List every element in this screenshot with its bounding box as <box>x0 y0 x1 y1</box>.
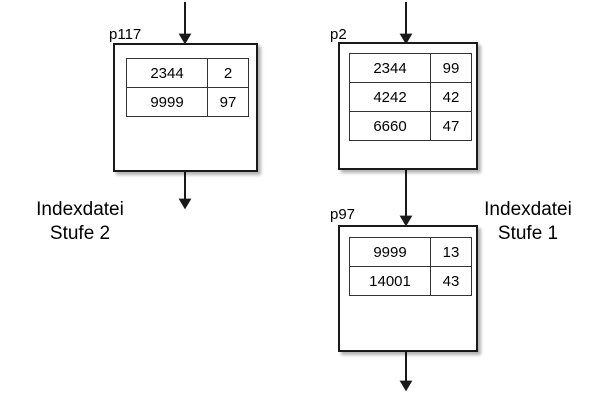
entry-key: 14001 <box>349 266 431 296</box>
entry-key: 2344 <box>126 58 208 88</box>
table-row: 2344 2 <box>126 58 249 88</box>
table-row: 9999 97 <box>126 87 249 117</box>
caption-left-line2: Stufe 2 <box>49 223 111 244</box>
caption-right-line2: Stufe 1 <box>497 223 559 244</box>
caption-right-line1: Indexdatei <box>484 199 572 220</box>
entry-table-p2: 2344 99 4242 42 6660 47 <box>349 53 472 141</box>
caption-left-line1: Indexdatei <box>36 199 124 220</box>
entry-value: 13 <box>430 237 472 267</box>
node-label-p97: p97 <box>330 206 356 223</box>
entry-value: 42 <box>430 82 472 112</box>
caption-right: Indexdatei Stufe 1 <box>458 198 598 246</box>
caption-left: Indexdatei Stufe 2 <box>10 198 150 246</box>
table-row: 9999 13 <box>349 237 472 267</box>
entry-key: 6660 <box>349 111 431 141</box>
entry-value: 47 <box>430 111 472 141</box>
node-label-p117: p117 <box>109 26 142 43</box>
entry-table-p117: 2344 2 9999 97 <box>126 58 249 117</box>
entry-table-p97: 9999 13 14001 43 <box>349 237 472 296</box>
table-row: 2344 99 <box>349 53 472 83</box>
entry-value: 43 <box>430 266 472 296</box>
node-label-p2: p2 <box>330 26 347 43</box>
entry-key: 4242 <box>349 82 431 112</box>
entry-key: 9999 <box>126 87 208 117</box>
table-row: 14001 43 <box>349 266 472 296</box>
node-p117[interactable]: 2344 2 9999 97 <box>113 43 258 172</box>
node-p2[interactable]: 2344 99 4242 42 6660 47 <box>338 42 478 170</box>
entry-value: 97 <box>207 87 249 117</box>
entry-value: 2 <box>207 58 249 88</box>
entry-key: 2344 <box>349 53 431 83</box>
entry-key: 9999 <box>349 237 431 267</box>
table-row: 4242 42 <box>349 82 472 112</box>
table-row: 6660 47 <box>349 111 472 141</box>
node-p97[interactable]: 9999 13 14001 43 <box>338 225 478 352</box>
entry-value: 99 <box>430 53 472 83</box>
